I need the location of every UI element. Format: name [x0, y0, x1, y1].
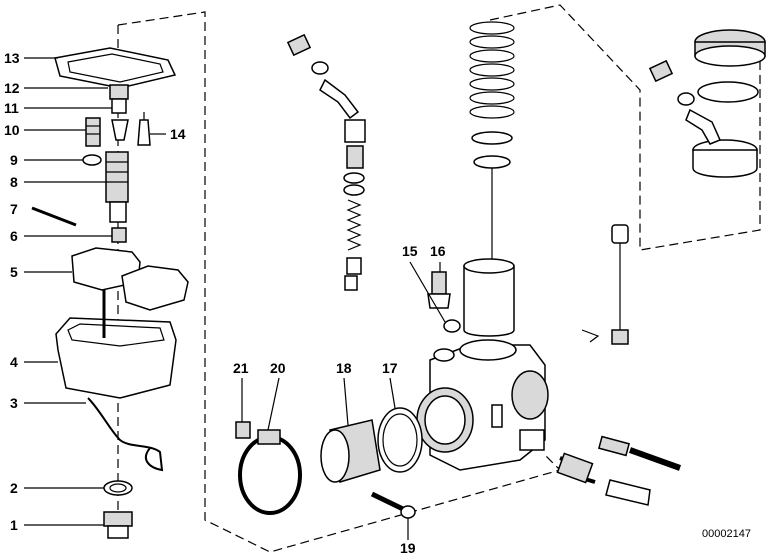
- fitting-16: [427, 271, 451, 309]
- needle-jet-8: [105, 151, 129, 223]
- label-19: 19: [400, 540, 416, 556]
- label-3: 3: [10, 395, 18, 411]
- pin-7: [31, 206, 77, 227]
- gasket-13: [54, 47, 177, 89]
- mixture-screws: [556, 435, 682, 506]
- label-5: 5: [10, 264, 18, 280]
- label-16: 16: [430, 243, 446, 259]
- label-1: 1: [10, 517, 18, 533]
- drawing-code: 00002147: [702, 528, 751, 540]
- float-5: [71, 247, 189, 311]
- label-14: 14: [170, 126, 186, 142]
- label-17: 17: [382, 360, 398, 376]
- throttle-slide: [463, 258, 515, 337]
- drain-plug-1: [103, 511, 133, 539]
- seal-ring-2: [103, 480, 133, 496]
- rubber-sleeve-18: [320, 419, 381, 483]
- label-6: 6: [10, 228, 18, 244]
- float-bowl-4: [55, 290, 177, 399]
- label-4: 4: [10, 354, 18, 370]
- label-7: 7: [10, 201, 18, 217]
- leader-lines: [24, 57, 446, 540]
- label-2: 2: [10, 480, 18, 496]
- label-8: 8: [10, 174, 18, 190]
- washer-9: [82, 154, 102, 166]
- screw-19: [370, 491, 416, 519]
- label-9: 9: [10, 152, 18, 168]
- washer-15: [443, 319, 461, 333]
- label-18: 18: [336, 360, 352, 376]
- nut-21: [235, 421, 251, 439]
- hose-clamp-20: [238, 429, 302, 515]
- cable-assembly: [286, 33, 366, 291]
- needle-jet-10: [85, 117, 101, 147]
- jet-11: [111, 119, 129, 141]
- label-15: 15: [402, 243, 418, 259]
- carburetor-body: [416, 339, 549, 471]
- jet-6: [111, 227, 127, 243]
- label-12: 12: [4, 80, 20, 96]
- clip-3: [87, 397, 164, 472]
- idle-screw-upper: [581, 224, 629, 345]
- label-10: 10: [4, 122, 20, 138]
- cap-and-cable: [648, 29, 766, 178]
- o-ring-17: [377, 407, 423, 473]
- label-11: 11: [4, 100, 19, 116]
- slide-spring: [469, 21, 515, 262]
- callout-labels: 13 12 11 10 9 8 7 6 5 4 3 2 1 14 15 16 1…: [4, 50, 751, 556]
- label-21: 21: [233, 360, 249, 376]
- label-20: 20: [270, 360, 286, 376]
- float-needle-14: [137, 112, 151, 146]
- jet-12: [109, 84, 129, 114]
- label-13: 13: [4, 50, 20, 66]
